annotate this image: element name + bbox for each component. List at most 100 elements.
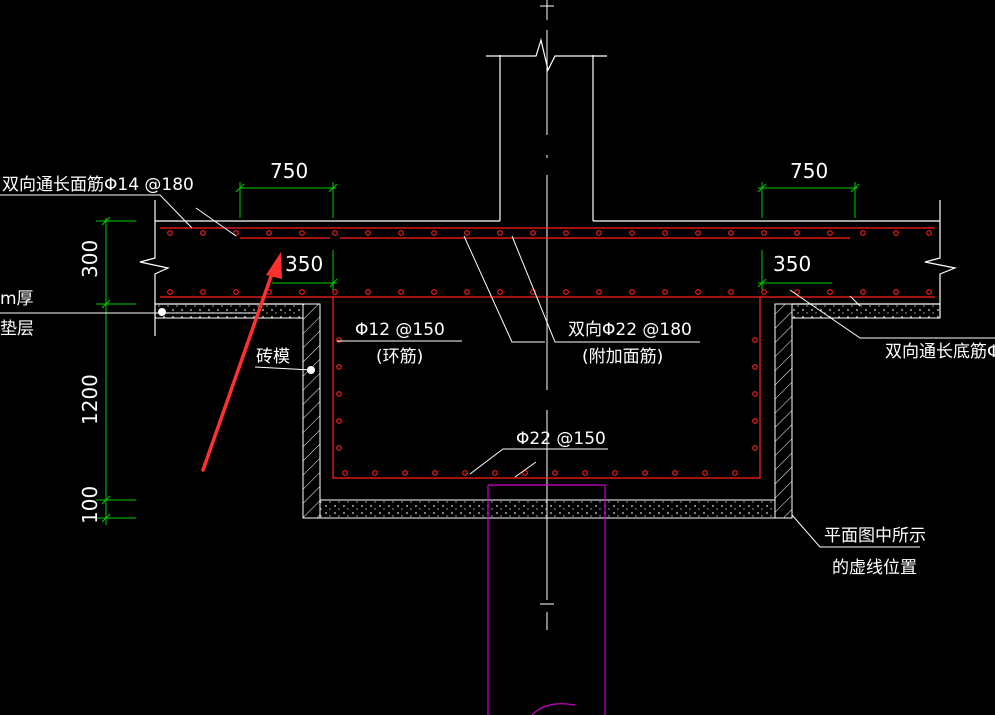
rebar-dot [752,418,758,424]
rebar-dot [672,470,678,476]
cushion-label-2: 垫层 [0,319,34,339]
rebar-dot [926,230,932,236]
rebar-dot [336,418,342,424]
rebar-dot [398,230,404,236]
rebar-dot [431,289,437,295]
dim-pit-depth: 1200 [78,374,102,425]
rebar-dot [233,289,239,295]
rebar-dot [752,337,758,343]
rebar-dot [398,289,404,295]
rebar-dot [462,470,468,476]
dim-cushion-thickness: 100 [78,486,102,524]
rebar-dot [629,230,635,236]
rebar-dot [336,364,342,370]
dim-slab-thickness: 300 [78,240,102,278]
rebar-dot [860,289,866,295]
rebar-dot [695,289,701,295]
rebar-dot [200,289,206,295]
rebar-dot [612,470,618,476]
rebar-dot [464,230,470,236]
dashed-note-2: 的虚线位置 [832,558,917,578]
rebar-dot [332,289,338,295]
pile [487,484,606,715]
rebar-dot [167,289,173,295]
leader-dot-cushion [158,308,166,316]
rebar-dot [893,230,899,236]
rebar-dot [497,289,503,295]
rebar-dot [266,230,272,236]
rebar-dot [827,289,833,295]
rebar-dot [402,470,408,476]
rebar-dot [596,289,602,295]
rebar-dot [860,230,866,236]
rebar-dot [233,230,239,236]
rebar-dot [642,470,648,476]
leader-lines [0,194,995,548]
ring-rebar-note: (环筋) [376,347,423,367]
rebar-dot [752,391,758,397]
rebar-dot [563,289,569,295]
extra-rebar-note: (附加面筋) [582,347,663,367]
leader-dot-brick [307,366,315,374]
dim-mid-right: 350 [773,252,811,276]
dim-mid-left: 350 [285,252,323,276]
pit-bottom-rebar-label: Φ22 @150 [516,429,606,449]
rebar-dot [299,289,305,295]
rebar-dots [167,230,932,476]
rebar-dot [365,230,371,236]
rebar-dot [582,470,588,476]
rebar-dot [522,470,528,476]
rebar-lines [160,227,935,479]
rebar-dot [695,230,701,236]
bottom-rebar-label: 双向通长底筋Φ14 [885,342,995,362]
dim-top-right: 750 [790,159,828,183]
center-axis [540,0,554,630]
dimension-lines [96,182,860,525]
rebar-dot [336,391,342,397]
rebar-dot [372,470,378,476]
brick-mold-label: 砖模 [256,347,290,367]
rebar-dot [431,230,437,236]
rebar-dot [336,445,342,451]
rebar-dot [893,289,899,295]
rebar-dot [299,230,305,236]
rebar-dot [761,289,767,295]
rebar-dot [827,230,833,236]
rebar-dot [752,445,758,451]
rebar-dot [200,230,206,236]
rebar-dot [336,337,342,343]
rebar-dot [530,289,536,295]
extra-rebar-label: 双向Φ22 @180 [568,320,692,340]
brick-wall-right [774,303,793,519]
rebar-dot [728,289,734,295]
cushion-label-1: m厚 [0,289,34,309]
rebar-dot [530,230,536,236]
rebar-dot [492,470,498,476]
dim-top-left: 750 [270,159,308,183]
rebar-dot [596,230,602,236]
top-rebar-label: 双向通长面筋Φ14 @180 [2,175,194,195]
rebar-dot [752,364,758,370]
rebar-dot [552,470,558,476]
rebar-dot [342,470,348,476]
rebar-dot [761,230,767,236]
rebar-dot [926,289,932,295]
rebar-dot [662,289,668,295]
rebar-dot [167,230,173,236]
rebar-dot [497,230,503,236]
rebar-dot [629,289,635,295]
rebar-dot [432,470,438,476]
rebar-dot [563,230,569,236]
dashed-note-1: 平面图中所示 [824,526,926,546]
rebar-dot [728,230,734,236]
rebar-dot [365,289,371,295]
annotation-arrow [201,252,282,472]
rebar-dot [662,230,668,236]
cushion-bottom [319,499,776,519]
column [486,37,607,221]
rebar-dot [732,470,738,476]
rebar-dot [332,230,338,236]
rebar-dot [702,470,708,476]
cushion-left [154,303,304,319]
